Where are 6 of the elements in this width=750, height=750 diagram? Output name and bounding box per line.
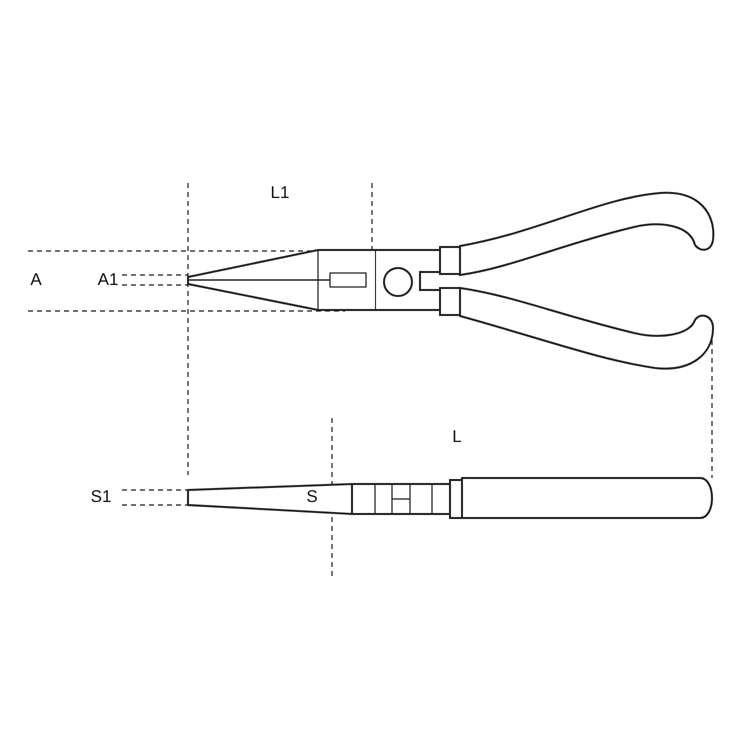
dimension-label: L1	[270, 184, 290, 202]
dimension-label: S	[306, 488, 318, 506]
dimension-label: A	[30, 271, 42, 289]
dimension-label: A1	[98, 271, 118, 289]
dimension-label: S1	[90, 488, 112, 506]
dimension-label: L	[452, 428, 462, 446]
